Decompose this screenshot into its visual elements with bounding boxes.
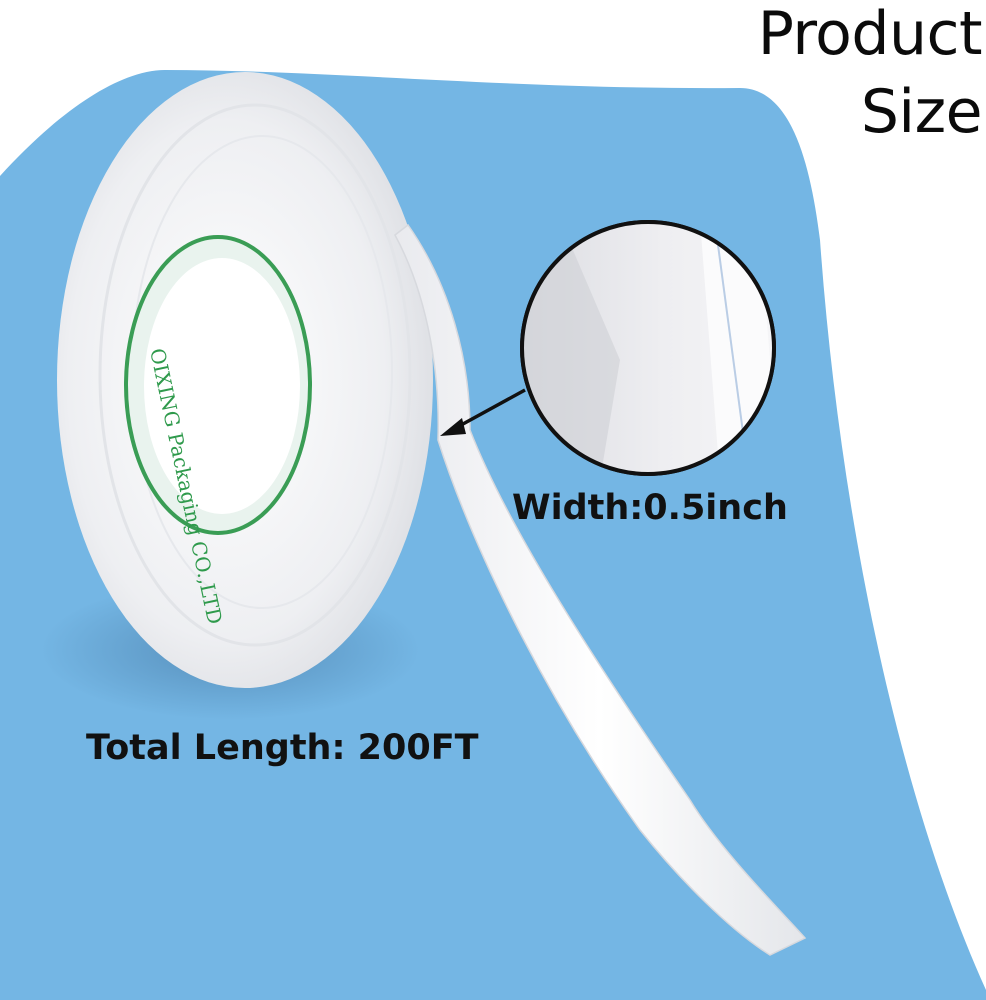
- magnifier-circle: [520, 220, 776, 476]
- title-line-size: Size: [860, 77, 983, 147]
- width-label: Width:0.5inch: [512, 488, 788, 528]
- backdrop-wave-bottom: [560, 947, 986, 1000]
- length-label: Total Length: 200FT: [86, 728, 479, 768]
- tape-strip: [394, 223, 807, 956]
- arrow-icon: [440, 388, 526, 436]
- tape-roll: OIXING Packaging CO.,LTD: [57, 72, 433, 688]
- title-line-product: Product: [757, 0, 983, 69]
